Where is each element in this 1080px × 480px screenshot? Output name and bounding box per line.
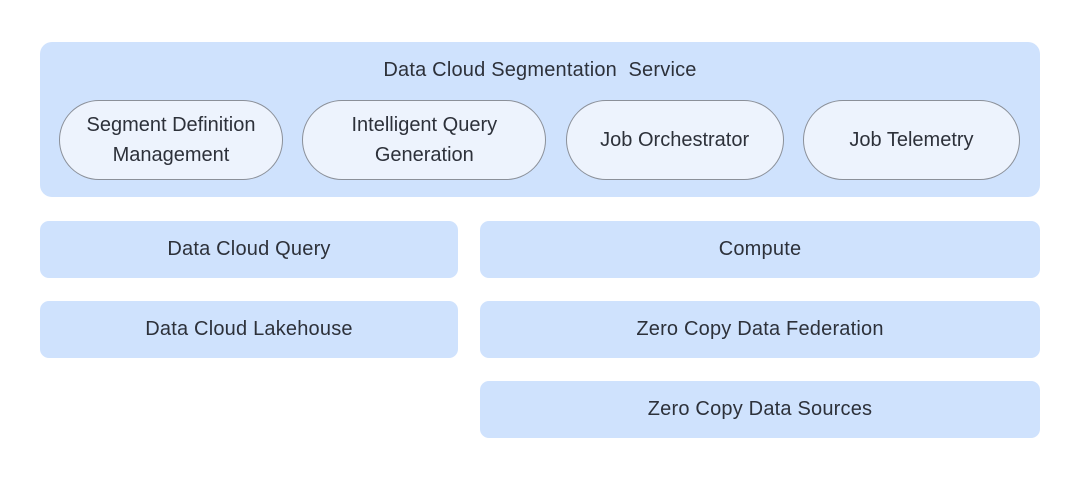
box-compute: Compute: [480, 221, 1040, 278]
component-label: Intelligent Query Generation: [351, 114, 498, 166]
component-label: Job Orchestrator: [600, 129, 750, 151]
box-zero-copy-data-sources: Zero Copy Data Sources: [480, 381, 1040, 438]
component-job-orchestrator: Job Orchestrator: [565, 100, 784, 180]
box-zero-copy-data-federation: Zero Copy Data Federation: [480, 301, 1040, 358]
box-data-cloud-lakehouse: Data Cloud Lakehouse: [40, 301, 458, 358]
component-label: Segment Definition Management: [86, 114, 256, 166]
service-title: Data Cloud Segmentation Service: [383, 59, 697, 81]
component-job-telemetry: Job Telemetry: [802, 100, 1020, 180]
component-intelligent-query-generation: Intelligent Query Generation: [302, 100, 547, 180]
component-segment-definition-management: Segment Definition Management: [59, 100, 283, 180]
box-data-cloud-query: Data Cloud Query: [40, 221, 458, 278]
segmentation-service-container: Data Cloud Segmentation Service Segment …: [40, 42, 1040, 197]
component-label: Job Telemetry: [849, 129, 974, 151]
service-components-row: Segment Definition Management Intelligen…: [59, 100, 1020, 180]
